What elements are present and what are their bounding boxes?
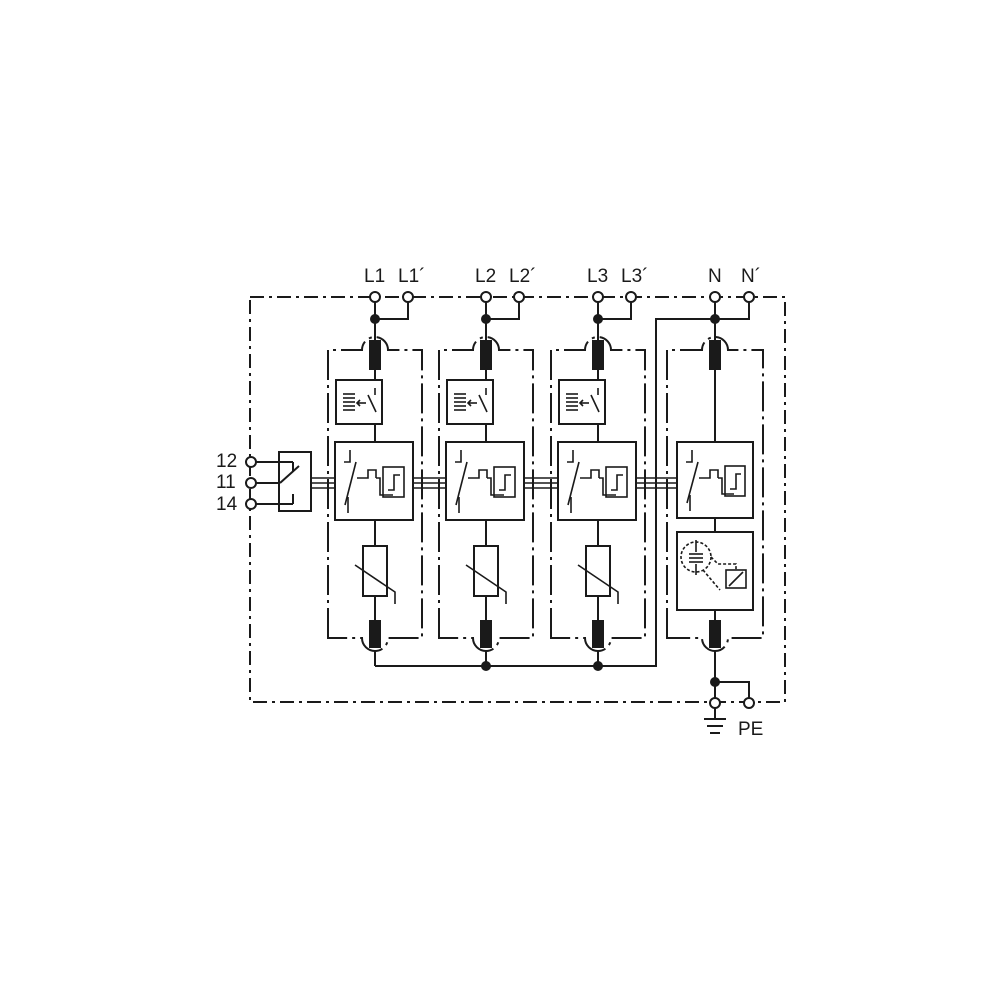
varistor-icon [577,545,619,604]
fuse-icon [592,620,604,648]
junction-dot [370,314,380,324]
thermal-disconnector-icon [335,379,383,425]
terminal-l1-prime [402,291,414,303]
fuse-icon [709,620,721,648]
varistor-icon [354,545,396,604]
terminal-14 [245,498,257,510]
terminal-l1 [369,291,381,303]
label-l3-prime: L3´ [621,266,648,287]
terminal-l2-prime [513,291,525,303]
terminal-12 [245,456,257,468]
thermal-disconnector-icon [446,379,494,425]
spark-gap-icon [445,441,525,521]
spark-gap-icon [334,441,414,521]
terminal-l3 [592,291,604,303]
terminal-11 [245,477,257,489]
label-l2-prime: L2´ [509,266,536,287]
module-l1 [327,336,423,652]
fuse-icon [369,340,381,370]
terminal-ground [709,697,721,709]
terminal-n-prime [743,291,755,303]
label-contact-12: 12 [216,451,237,472]
fuse-icon [709,340,721,370]
junction-dot [710,677,720,687]
label-n-prime: N´ [741,266,761,287]
module-n [666,336,764,652]
label-l3: L3 [587,266,608,287]
terminal-l3-prime [625,291,637,303]
varistor-icon [465,545,507,604]
mechanical-link [311,477,677,489]
label-contact-14: 14 [216,494,238,515]
module-l3 [550,336,646,652]
fuse-icon [480,620,492,648]
label-contact-11: 11 [216,472,236,493]
junction-dot [710,314,720,324]
ground-icon [704,718,726,734]
label-l1: L1 [364,266,385,287]
spark-gap-icon [676,441,754,519]
terminal-l2 [480,291,492,303]
signal-contact-icon [256,451,312,512]
label-l1-prime: L1´ [398,266,425,287]
gas-discharge-tube-icon [676,531,754,611]
terminal-pe [743,697,755,709]
junction-dot [593,661,603,671]
terminal-n [709,291,721,303]
junction-dot [593,314,603,324]
fuse-icon [480,340,492,370]
pe-bus [374,650,750,718]
spark-gap-icon [557,441,637,521]
junction-dot [481,314,491,324]
fuse-icon [369,620,381,648]
label-l2: L2 [475,266,496,287]
junction-dot [481,661,491,671]
label-n: N [708,266,722,287]
label-pe: PE [738,719,763,740]
fuse-icon [592,340,604,370]
module-l2 [438,336,534,652]
thermal-disconnector-icon [558,379,606,425]
